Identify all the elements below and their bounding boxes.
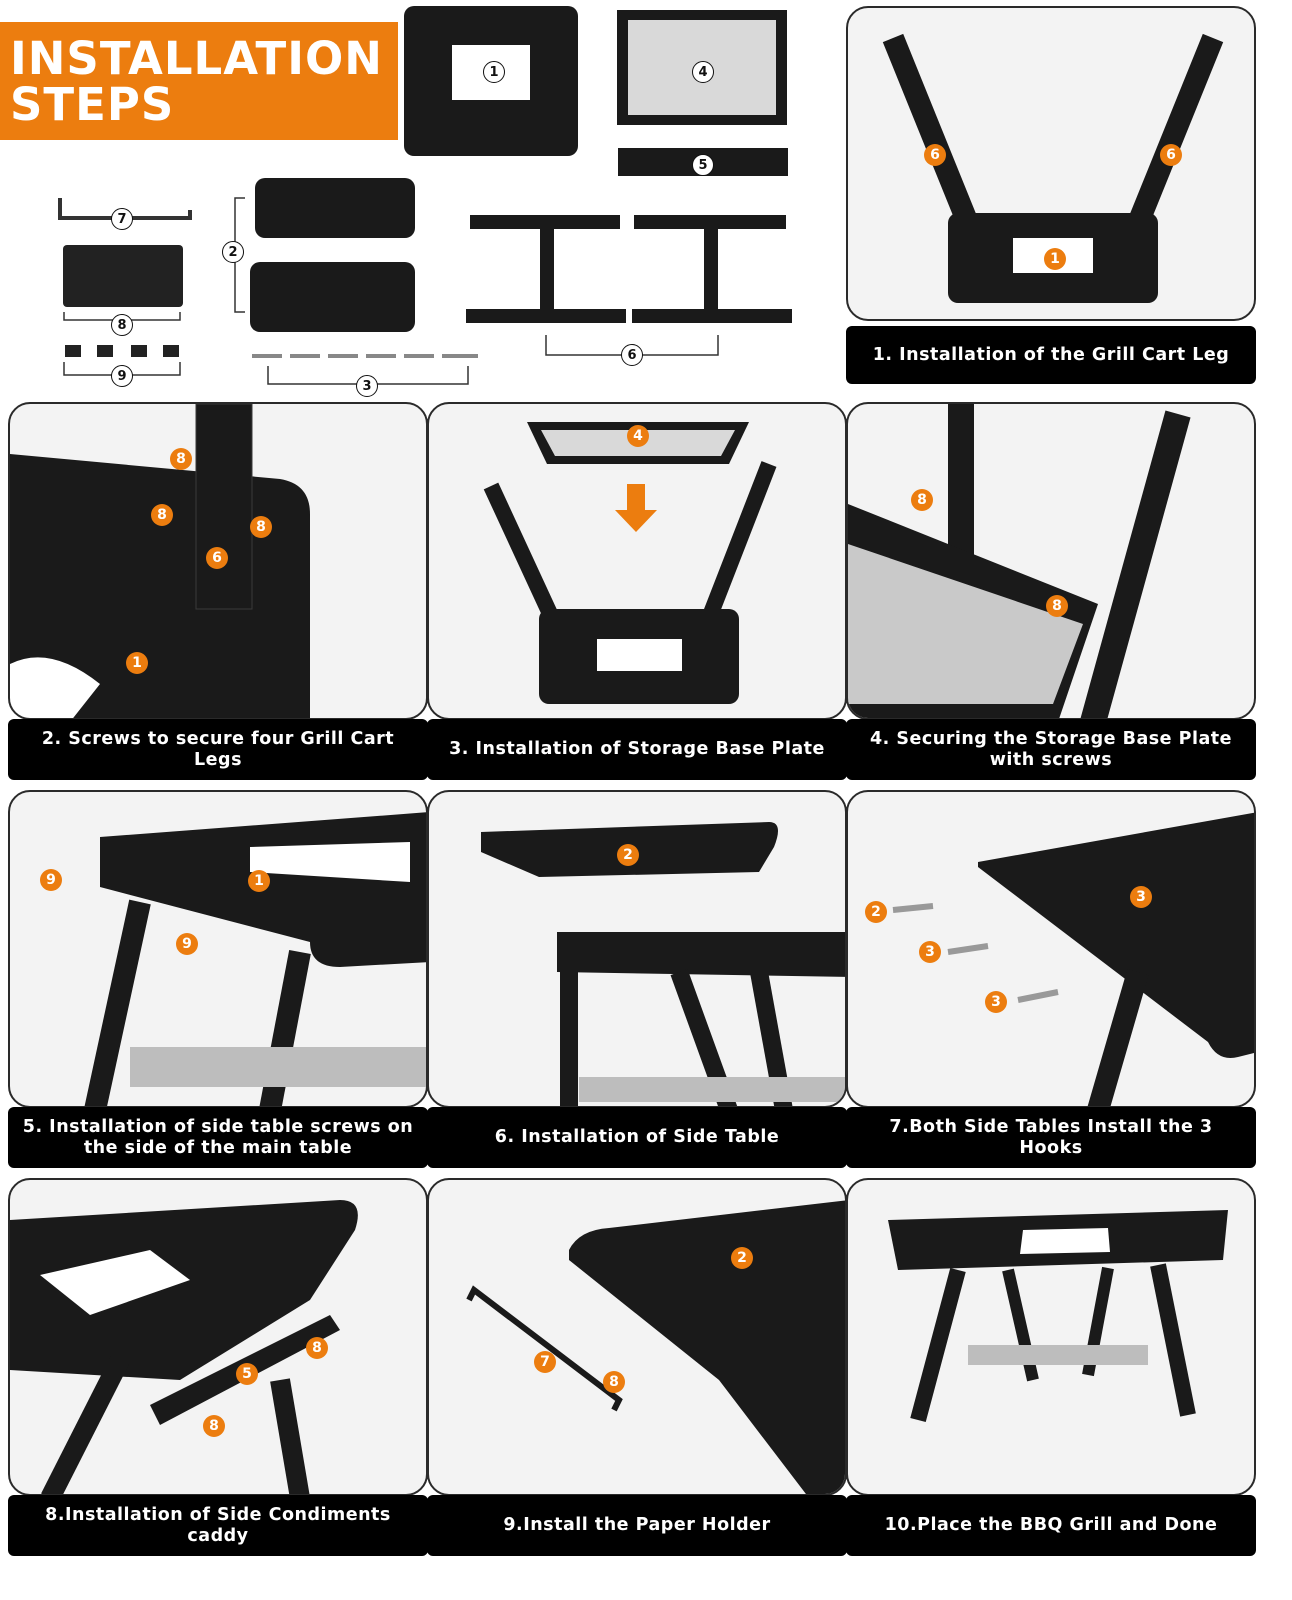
title-line-2: STEPS: [10, 78, 175, 131]
step-5-image: 9 1 9: [8, 790, 428, 1108]
step-2-caption: 2. Screws to secure four Grill Cart Legs: [8, 719, 428, 780]
step-2-badge-1: 8: [170, 448, 192, 470]
step-5-badge-3: 9: [176, 933, 198, 955]
part-label-9: 9: [111, 365, 133, 387]
step-4-illustration: [848, 404, 1191, 718]
step-1-badge-2: 6: [1160, 144, 1182, 166]
part-screws: [63, 245, 183, 307]
step-7-badge-4: 3: [985, 991, 1007, 1013]
step-7-image: 3 2 3 3: [846, 790, 1256, 1108]
title-banner: INSTALLATION STEPS: [0, 22, 398, 140]
step-2-badge-5: 1: [126, 652, 148, 674]
part-bolts: [65, 345, 179, 357]
step-8-badge-3: 8: [203, 1415, 225, 1437]
step-9-image: 2 7 8: [427, 1178, 847, 1496]
step-6-caption: 6. Installation of Side Table: [427, 1107, 847, 1168]
parts-illustration: [58, 6, 792, 385]
step-4-caption: 4. Securing the Storage Base Plate with …: [846, 719, 1256, 780]
step-2-badge-3: 8: [250, 516, 272, 538]
step-7-caption: 7.Both Side Tables Install the 3 Hooks: [846, 1107, 1256, 1168]
step-9-badge-3: 8: [603, 1371, 625, 1393]
step-8-image: 8 5 8: [8, 1178, 428, 1496]
step-5-caption: 5. Installation of side table screws on …: [8, 1107, 428, 1168]
step-9-badge-1: 2: [731, 1247, 753, 1269]
step-4-image: 8 8: [846, 402, 1256, 720]
part-label-7: 7: [111, 208, 133, 230]
step-7-badge-1: 3: [1130, 886, 1152, 908]
step-10-illustration: [888, 1210, 1228, 1423]
step-7-badge-3: 3: [919, 941, 941, 963]
step-9-badge-2: 7: [534, 1351, 556, 1373]
step-8-illustration: [10, 1200, 358, 1494]
step-3-illustration: [483, 422, 777, 704]
step-7-badge-2: 2: [865, 901, 887, 923]
part-side-tables: [250, 178, 415, 332]
title-line-1: INSTALLATION: [10, 32, 383, 85]
step-5-illustration: [84, 812, 426, 1106]
step-6-illustration: [481, 822, 845, 1106]
step-8-caption: 8.Installation of Side Condiments caddy: [8, 1495, 428, 1556]
part-label-6: 6: [621, 344, 643, 366]
part-label-4: 4: [692, 61, 714, 83]
part-label-3: 3: [356, 375, 378, 397]
part-label-5: 5: [692, 154, 714, 176]
step-4-badge-2: 8: [1046, 595, 1068, 617]
step-8-badge-2: 5: [236, 1363, 258, 1385]
step-9-illustration: [466, 1200, 845, 1494]
part-label-2: 2: [222, 241, 244, 263]
step-1-caption: 1. Installation of the Grill Cart Leg: [846, 326, 1256, 384]
step-10-caption: 10.Place the BBQ Grill and Done: [846, 1495, 1256, 1556]
step-3-image: 4: [427, 402, 847, 720]
step-9-caption: 9.Install the Paper Holder: [427, 1495, 847, 1556]
step-7-illustration: [892, 812, 1254, 1106]
step-1-illustration: [882, 33, 1224, 303]
step-2-illustration: [10, 404, 310, 718]
part-legs: [466, 215, 792, 323]
step-4-badge-1: 8: [911, 489, 933, 511]
step-6-image: 2: [427, 790, 847, 1108]
step-8-badge-1: 8: [306, 1337, 328, 1359]
step-10-image: [846, 1178, 1256, 1496]
step-3-badge-1: 4: [627, 425, 649, 447]
step-3-caption: 3. Installation of Storage Base Plate: [427, 719, 847, 780]
step-5-badge-1: 9: [40, 869, 62, 891]
step-1-badge-1: 6: [924, 144, 946, 166]
step-6-badge-1: 2: [617, 844, 639, 866]
step-1-image: 6 6 1: [846, 6, 1256, 321]
parts-overview: 1 2 3 4 5 6 7 8 9: [0, 0, 860, 405]
step-5-badge-2: 1: [248, 870, 270, 892]
step-2-badge-4: 6: [206, 547, 228, 569]
part-label-8: 8: [111, 314, 133, 336]
part-label-1: 1: [483, 61, 505, 83]
step-2-badge-2: 8: [151, 504, 173, 526]
step-1-badge-3: 1: [1044, 248, 1066, 270]
step-2-image: 8 8 8 6 1: [8, 402, 428, 720]
